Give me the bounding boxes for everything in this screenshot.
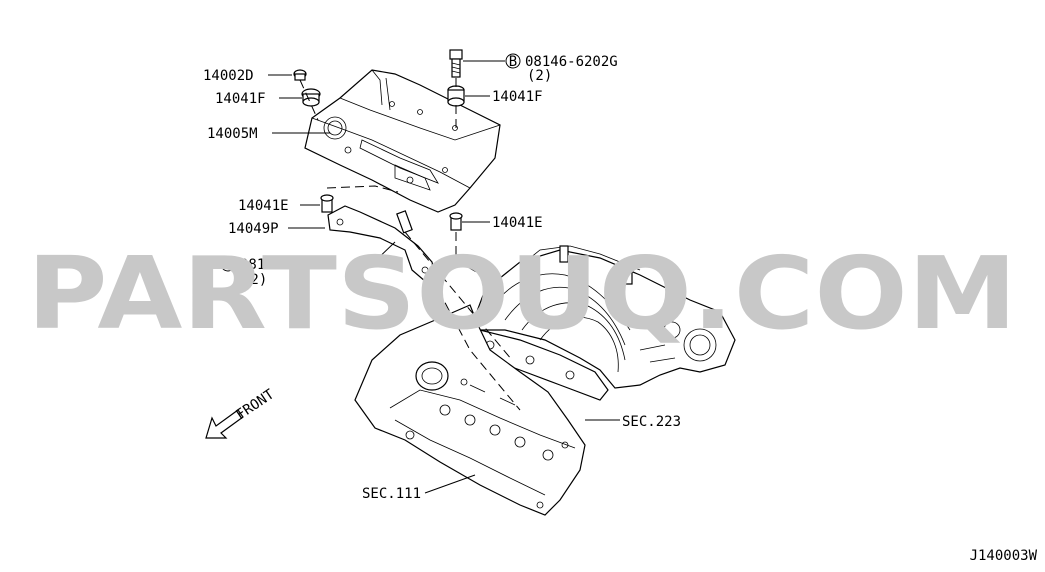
callout-081A6-6121A: 081A6-6121A xyxy=(240,257,333,273)
bolt-marker-08146: B xyxy=(505,53,521,70)
callout-081A6-qty: (2) xyxy=(242,272,267,288)
watermark: PARTSOUQ.COM xyxy=(27,235,1017,352)
part-14041E-left xyxy=(320,194,334,213)
callout-14041F-right: 14041F xyxy=(492,89,543,105)
callout-14005M: 14005M xyxy=(207,126,258,142)
callout-14049P: 14049P xyxy=(228,221,279,237)
bolt-marker-081A6: B xyxy=(220,256,236,273)
bolt-marker-letter: B xyxy=(224,257,232,273)
intake-manifold xyxy=(469,245,736,389)
callout-14041E-left: 14041E xyxy=(238,198,289,214)
diagram-code: J140003W xyxy=(970,548,1038,564)
leader-lines xyxy=(268,60,620,494)
assembly-lines xyxy=(299,78,521,411)
callout-08146-6202G: 08146-6202G xyxy=(525,54,618,70)
part-14002D-nut xyxy=(293,69,307,81)
front-arrow-icon: FRONT xyxy=(205,386,278,439)
engine-cover xyxy=(304,69,501,213)
callout-14041F-left: 14041F xyxy=(215,91,266,107)
bracket-14049P xyxy=(327,205,437,283)
callout-14041E-right: 14041E xyxy=(492,215,543,231)
part-08146-bolt xyxy=(449,49,463,78)
part-14041F-grommet-left xyxy=(301,88,321,107)
part-14041E-right xyxy=(449,212,463,231)
callout-08146-qty: (2) xyxy=(527,68,552,84)
callout-sec-223: SEC.223 xyxy=(622,414,681,430)
callout-14002D: 14002D xyxy=(203,68,254,84)
cylinder-head xyxy=(354,304,586,516)
front-label: FRONT xyxy=(233,386,277,423)
bolt-marker-letter: B xyxy=(509,54,517,70)
callout-sec-111: SEC.111 xyxy=(362,486,421,502)
part-14041F-grommet-right xyxy=(447,85,465,107)
